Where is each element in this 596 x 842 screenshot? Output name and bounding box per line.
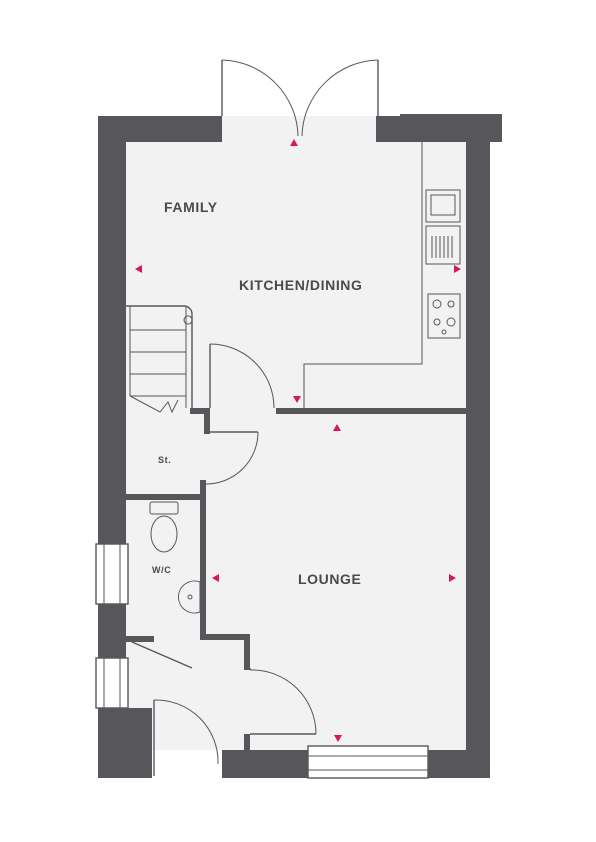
doors [131,59,379,776]
windows [95,543,429,779]
staircase [126,305,193,414]
marker-lounge-top [333,424,341,431]
toilet [149,501,179,553]
label-lounge: LOUNGE [298,571,362,587]
marker-lounge-left [212,574,219,582]
sink-unit [425,189,461,223]
markers [135,139,461,742]
label-family: FAMILY [164,199,218,215]
kitchen-worktop [303,142,423,410]
marker-family-left [135,265,142,273]
label-store: St. [158,455,171,465]
basin [178,580,201,614]
drainer [425,225,461,265]
outer-walls [98,114,502,778]
marker-lounge-right [449,574,456,582]
marker-family-door [290,139,298,146]
floor-area [126,116,466,750]
marker-kitchen-bottom [293,396,301,403]
label-kitchen-dining: KITCHEN/DINING [239,277,363,293]
marker-lounge-bottom [334,735,342,742]
label-wc: W/C [152,565,171,575]
hob [427,293,461,339]
marker-kitchen-right [454,265,461,273]
